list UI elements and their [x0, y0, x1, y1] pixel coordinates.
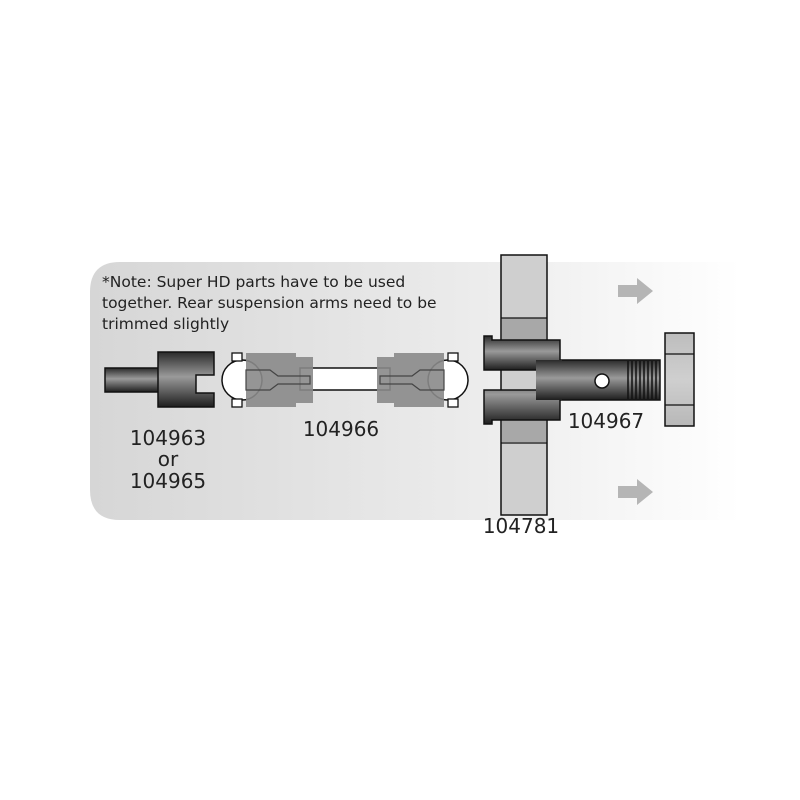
- arrow-right-icon: [618, 278, 653, 304]
- cup-or-label: or: [158, 447, 179, 471]
- dogbone-part: [221, 352, 469, 408]
- nut-part: [664, 332, 695, 427]
- axle-pin-hole: [594, 373, 610, 389]
- note-text: *Note: Super HD parts have to be used to…: [102, 273, 437, 333]
- arrow-right-icon: [618, 479, 653, 505]
- cup-alt-part-number: 104965: [130, 469, 206, 493]
- hex-part-number: 104781: [483, 514, 559, 538]
- cup-part-number: 104963: [130, 426, 206, 450]
- note-line-2: together. Rear suspension arms need to b…: [102, 294, 437, 312]
- note-line-1: *Note: Super HD parts have to be used: [102, 273, 405, 291]
- drive-cup-part: [104, 351, 215, 408]
- axle-part: [483, 335, 661, 425]
- axle-part-number: 104967: [568, 409, 644, 433]
- dogbone-part-number: 104966: [303, 417, 379, 441]
- note-line-3: trimmed slightly: [102, 315, 229, 333]
